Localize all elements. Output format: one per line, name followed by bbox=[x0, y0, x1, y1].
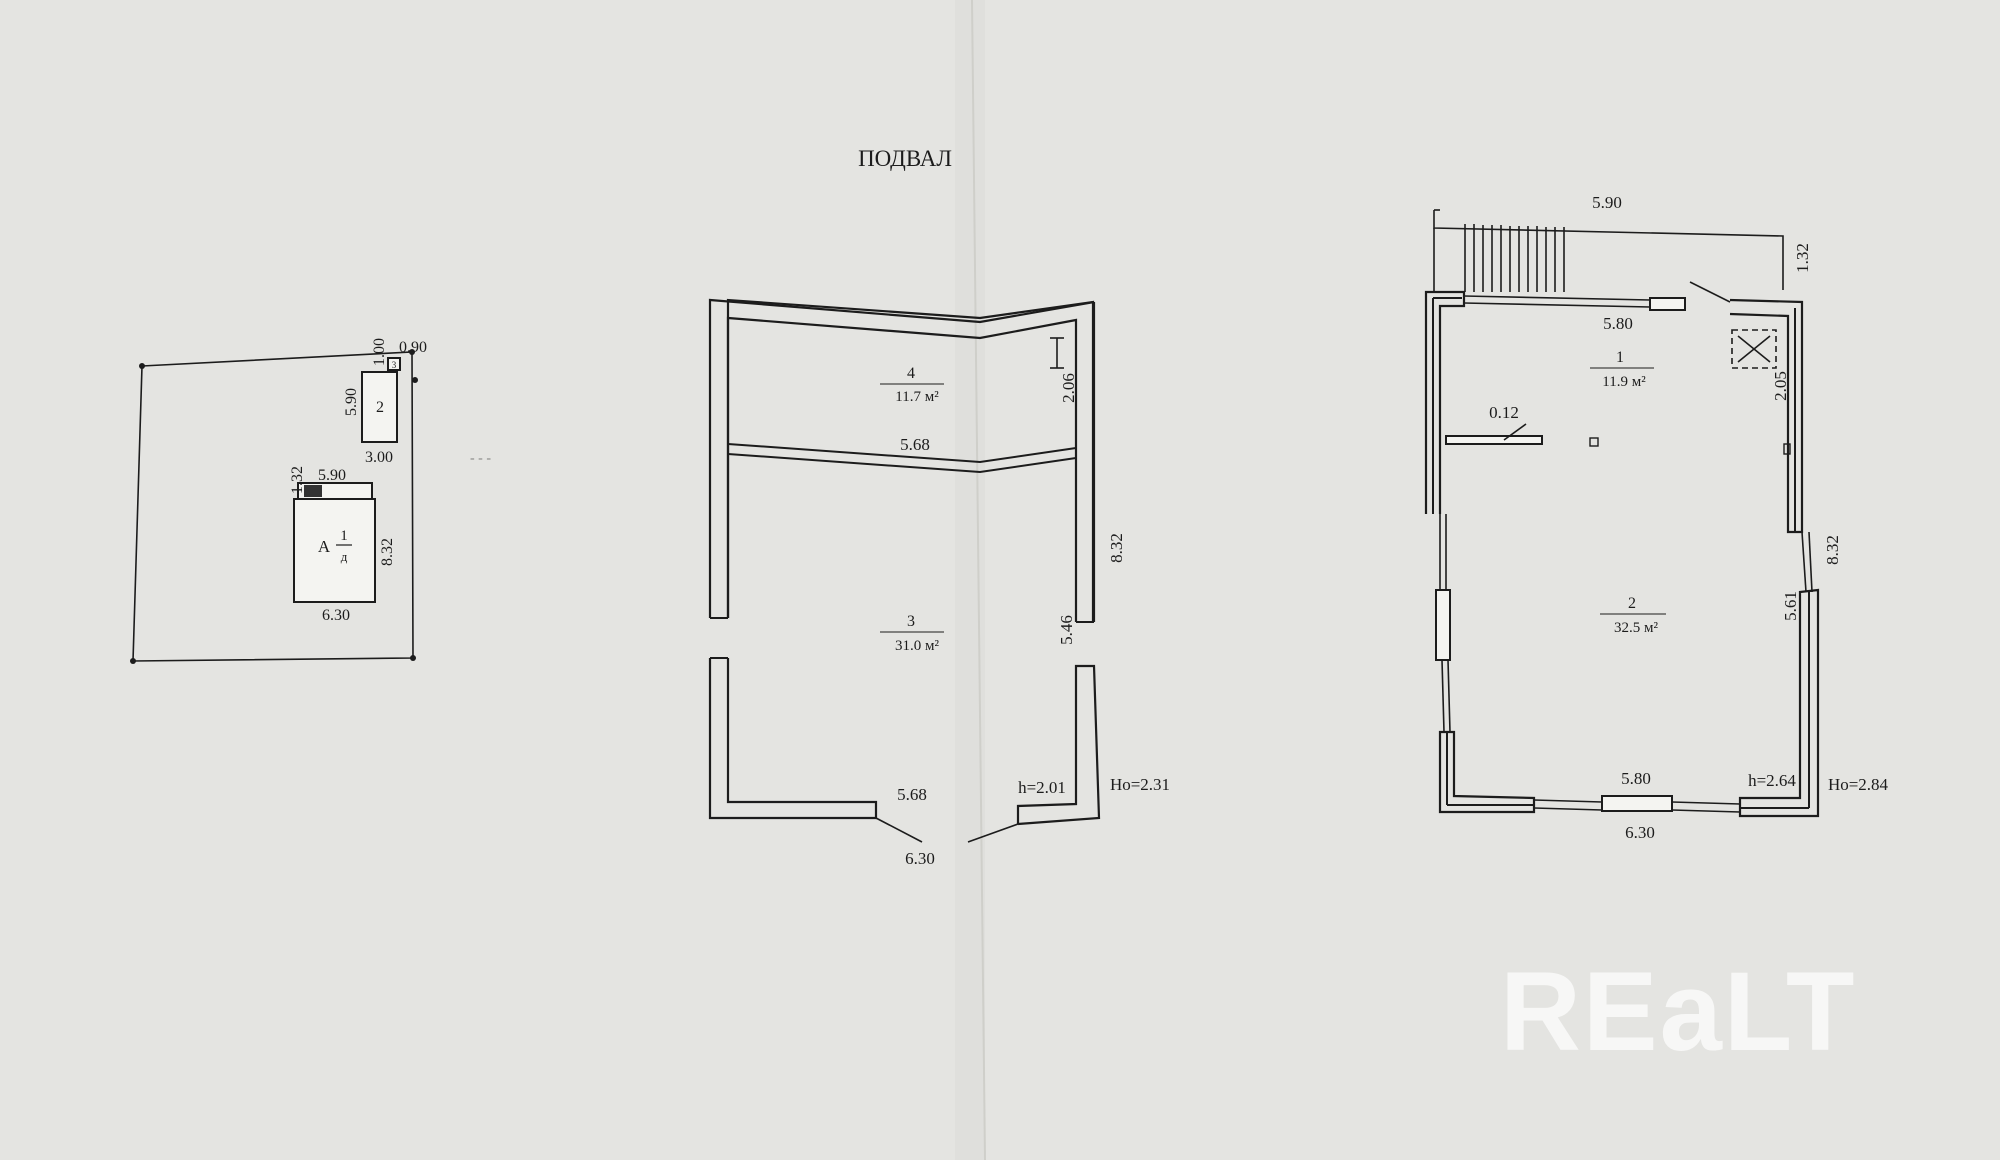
dim-top-width: 0.90 bbox=[399, 339, 427, 356]
wall-segment bbox=[1601, 795, 1673, 812]
site-corner-marker bbox=[409, 349, 415, 355]
dim-outer-bottom: 6.30 bbox=[905, 849, 935, 868]
dim-house-width: 6.30 bbox=[322, 607, 350, 624]
outbuilding-label: 2 bbox=[376, 399, 384, 416]
dim-partition-width: 5.68 bbox=[900, 435, 930, 454]
site-corner-marker bbox=[410, 655, 416, 661]
floor-column-marker bbox=[1589, 437, 1599, 447]
dim-house-top: 5.90 bbox=[318, 467, 346, 484]
room-1-area: 11.9 м² bbox=[1602, 374, 1646, 390]
site-corner-marker bbox=[139, 363, 145, 369]
basement-partition-inner bbox=[727, 453, 1077, 474]
dim-partition: 0.12 bbox=[1489, 403, 1519, 422]
room-4-number: 4 bbox=[907, 365, 915, 382]
floor-walls bbox=[1424, 281, 1820, 818]
dim-porch-height: 1.32 bbox=[289, 466, 306, 494]
house-sub: д bbox=[341, 549, 348, 564]
outbuilding bbox=[361, 371, 398, 443]
floor-partition bbox=[1445, 435, 1543, 445]
dim-inner-bottom: 5.68 bbox=[897, 785, 927, 804]
dim-ceiling-H0: Hо=2.31 bbox=[1110, 775, 1170, 794]
dim-room2-height: 5.61 bbox=[1781, 591, 1800, 621]
window-bottom bbox=[1671, 801, 1741, 805]
dim-house-height: 8.32 bbox=[379, 538, 396, 566]
floor-wall-bottom-left bbox=[1438, 730, 1536, 814]
stove-symbol bbox=[1731, 329, 1777, 369]
dim-outer-bottom: 6.30 bbox=[1625, 823, 1655, 842]
window-right bbox=[1808, 531, 1813, 593]
house-number: 1 bbox=[340, 528, 348, 544]
faint-mark: - - - bbox=[470, 451, 491, 466]
door-swing bbox=[967, 823, 1019, 843]
window-right bbox=[1801, 531, 1807, 593]
site-corner-marker bbox=[412, 377, 418, 383]
dim-room4-height: 2.06 bbox=[1059, 373, 1078, 403]
basement-wall-top-outer bbox=[708, 298, 1095, 618]
basement-plan: 4 11.7 м² 3 31.0 м² 2.06 5.68 8.32 5.46 … bbox=[708, 298, 1170, 868]
window-left bbox=[1447, 659, 1451, 733]
room-3-area: 31.0 м² bbox=[895, 638, 939, 654]
small-structure-label: 3 bbox=[392, 360, 397, 370]
floor-plan: 1 11.9 м² 2 32.5 м² 5.90 1.32 5.80 2.05 … bbox=[1424, 193, 1889, 842]
dim-inner-bottom: 5.80 bbox=[1621, 769, 1651, 788]
dim-inner-top: 5.80 bbox=[1603, 314, 1633, 333]
basement-partition bbox=[727, 443, 1077, 464]
dim-ceiling-H0: Hо=2.84 bbox=[1828, 775, 1889, 794]
porch-outline bbox=[1433, 210, 1784, 290]
room-4-area: 11.7 м² bbox=[895, 389, 939, 405]
room-2-area: 32.5 м² bbox=[1614, 620, 1658, 636]
dim-floor-height: 8.32 bbox=[1823, 535, 1842, 565]
site-plan: 2 3 1.00 0.90 5.90 3.00 5.90 1.32 8.32 6… bbox=[130, 338, 491, 664]
window-bottom bbox=[1533, 807, 1603, 811]
dim-outbuilding-height: 5.90 bbox=[343, 388, 360, 416]
dim-ceiling-h: h=2.01 bbox=[1018, 778, 1066, 797]
door-swing bbox=[875, 817, 923, 843]
door-swing bbox=[1689, 281, 1731, 303]
room-2-number: 2 bbox=[1628, 595, 1636, 612]
dim-porch-height: 1.32 bbox=[1793, 243, 1812, 273]
room-3-number: 3 bbox=[907, 613, 915, 630]
dim-porch-width: 5.90 bbox=[1592, 193, 1622, 212]
room-1-number: 1 bbox=[1616, 349, 1624, 366]
porch-stairs bbox=[304, 485, 322, 497]
window-top bbox=[1463, 295, 1651, 301]
small-structure bbox=[387, 357, 401, 371]
dim-basement-height: 8.32 bbox=[1107, 533, 1126, 563]
wall-segment bbox=[1435, 589, 1451, 661]
window-left bbox=[1441, 659, 1445, 733]
floor-wall-bottom-right bbox=[1738, 588, 1820, 818]
window-bottom bbox=[1533, 799, 1603, 803]
porch-stairs bbox=[1464, 224, 1565, 292]
window-bottom bbox=[1671, 809, 1741, 813]
dim-ceiling-h: h=2.64 bbox=[1748, 771, 1796, 790]
basement-wall-top-inner bbox=[726, 316, 1078, 622]
realt-watermark: REaLT bbox=[1500, 949, 1856, 1074]
partition-marker bbox=[1503, 423, 1527, 441]
dim-top-height: 1.00 bbox=[371, 338, 388, 366]
site-corner-marker bbox=[130, 658, 136, 664]
paper-fold bbox=[955, 0, 985, 1160]
floor-wall-top-left bbox=[1424, 290, 1466, 514]
basement-wall-bottom-left bbox=[708, 658, 878, 820]
dim-outbuilding-width: 3.00 bbox=[365, 449, 393, 466]
paper-fold-line bbox=[971, 0, 986, 1160]
wall-segment bbox=[1649, 297, 1686, 311]
dim-room1-height: 2.05 bbox=[1771, 371, 1790, 401]
house-footprint bbox=[293, 498, 376, 603]
wall-marker bbox=[1783, 443, 1791, 455]
house-letter: А bbox=[318, 537, 331, 556]
plan-title: ПОДВАЛ bbox=[858, 146, 952, 171]
dim-room3-height: 5.46 bbox=[1057, 615, 1076, 645]
window-top bbox=[1463, 302, 1651, 308]
